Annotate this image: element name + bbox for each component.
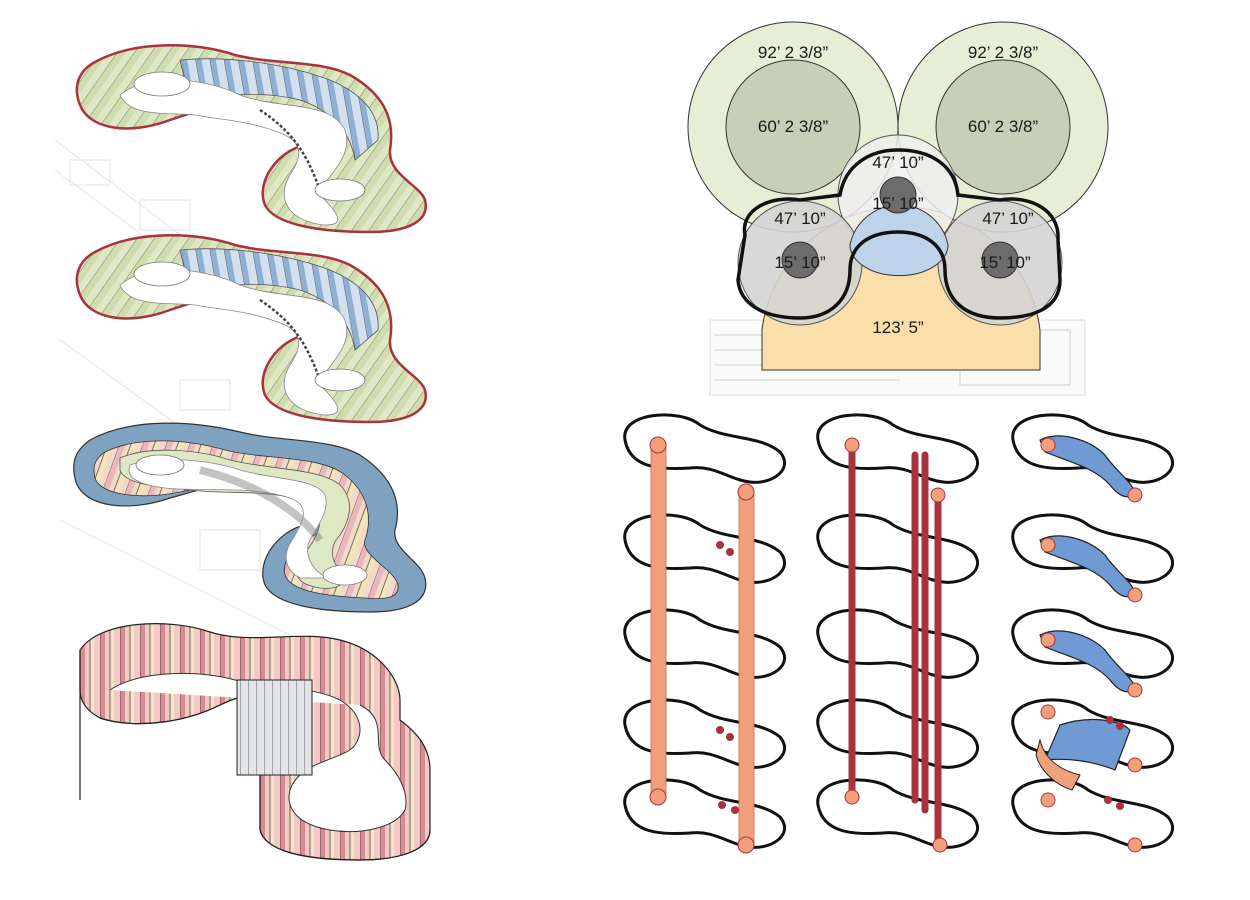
stack-column-2 — [816, 413, 980, 853]
wedge-plan-2 — [75, 234, 427, 424]
dim-base: 123’ 5” — [872, 318, 924, 337]
dim-inner-right: 60’ 2 3/8” — [968, 117, 1039, 136]
extruded-wall-axonometric — [79, 623, 431, 861]
stack-column-1 — [623, 413, 787, 854]
dim-core-top: 15’ 10” — [872, 194, 924, 213]
dim-core-left: 15’ 10” — [774, 253, 826, 272]
dim-core-right: 15’ 10” — [979, 253, 1031, 272]
salmon-column-left — [650, 444, 667, 798]
wedge-plan-1 — [75, 44, 427, 234]
dim-outer-right: 92’ 2 3/8” — [968, 43, 1039, 62]
dim-inner-left: 60’ 2 3/8” — [758, 117, 829, 136]
salmon-column-right — [738, 491, 755, 846]
wedge-plan-3 — [73, 422, 427, 613]
dim-outer-left: 92’ 2 3/8” — [758, 43, 829, 62]
dim-ring-top: 47’ 10” — [872, 153, 924, 172]
stack-column-3 — [1011, 413, 1175, 853]
circle-dimension-diagram: 92’ 2 3/8” 92’ 2 3/8” 60’ 2 3/8” 60’ 2 3… — [687, 21, 1109, 396]
dim-ring-left: 47’ 10” — [774, 209, 826, 228]
dim-ring-right: 47’ 10” — [982, 209, 1034, 228]
